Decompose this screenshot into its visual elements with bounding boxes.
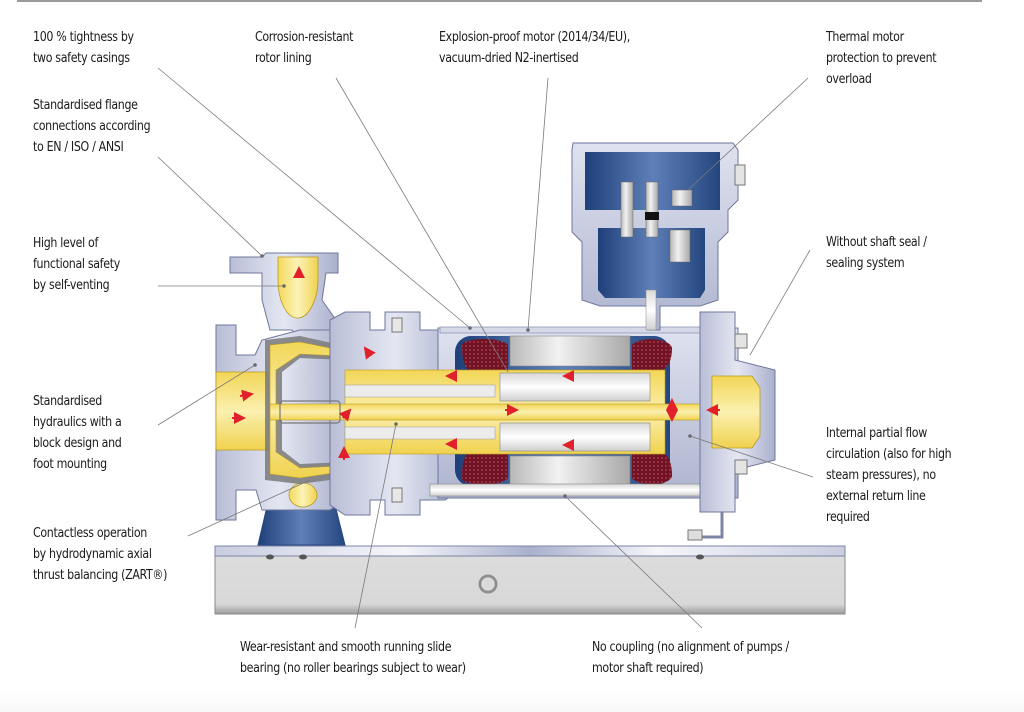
callout-line: protection to prevent — [826, 51, 937, 66]
rotor-assembly — [269, 369, 761, 455]
flow-arrows — [232, 266, 720, 460]
callout-shaft-seal: Without shaft seal / sealing system — [826, 232, 927, 274]
callout-zart: Contactless operation by hydrodynamic ax… — [33, 523, 167, 586]
callout-line: bearing (no roller bearings subject to w… — [240, 661, 466, 676]
callout-line: rotor lining — [255, 51, 312, 66]
callout-line: Explosion-proof motor (2014/34/EU), — [439, 30, 630, 45]
callout-partial-flow: Internal partial flow circulation (also … — [826, 423, 952, 528]
callout-tightness: 100 % tightness by two safety casings — [33, 27, 134, 69]
callout-line: 100 % tightness by — [33, 30, 134, 45]
callout-line: Corrosion-resistant — [255, 30, 354, 45]
callout-line: Wear-resistant and smooth running slide — [240, 640, 452, 655]
callout-line: Thermal motor — [826, 30, 904, 45]
callout-line: No coupling (no alignment of pumps / — [592, 640, 789, 655]
stator-winding — [462, 452, 508, 485]
top-divider-rule — [17, 0, 982, 2]
leader-line-partial-flow — [689, 435, 814, 478]
callout-line: required — [826, 510, 870, 525]
callout-line: two safety casings — [33, 51, 130, 66]
stator-winding — [462, 338, 508, 370]
cable-feedthrough — [645, 289, 657, 331]
leader-line-explosion-proof — [527, 77, 549, 331]
callout-line: vacuum-dried N2-inertised — [439, 51, 579, 66]
rear-cover — [687, 311, 776, 541]
flow-arrow — [239, 389, 254, 402]
callout-line: Contactless operation — [33, 526, 147, 541]
callout-explosion-proof: Explosion-proof motor (2014/34/EU), vacu… — [439, 27, 630, 69]
callout-line: external return line — [826, 489, 926, 504]
callout-line: steam pressures), no — [826, 468, 936, 483]
flow-arrow — [338, 408, 352, 422]
callout-slide-bearing: Wear-resistant and smooth running slide … — [240, 637, 466, 679]
callout-line: functional safety — [33, 257, 120, 272]
callout-line: High level of — [33, 236, 99, 251]
callout-line: Standardised — [33, 394, 102, 409]
pump-casing — [215, 252, 346, 521]
callout-rotor-lining: Corrosion-resistant rotor lining — [255, 27, 353, 69]
stator-core-top — [509, 335, 631, 367]
callout-self-venting: High level of functional safety by self-… — [33, 233, 120, 296]
leader-line-no-coupling — [564, 495, 703, 629]
terminal-bolts — [620, 181, 693, 263]
stator-winding — [632, 339, 672, 370]
callout-thermal-protection: Thermal motor protection to prevent over… — [826, 27, 937, 90]
callout-line: hydraulics with a — [33, 415, 122, 430]
callout-line: Standardised flange — [33, 98, 138, 113]
baseplate — [214, 545, 846, 615]
leader-line-tightness — [157, 67, 471, 329]
tie-rod — [429, 483, 731, 497]
discharge-fluid — [277, 256, 319, 319]
leader-line-shaft-seal — [749, 249, 811, 356]
callout-line: foot mounting — [33, 457, 107, 472]
leader-line-thermal-protection — [687, 77, 809, 191]
callout-line: block design and — [33, 436, 122, 451]
callout-line: connections according — [33, 119, 151, 134]
callout-line: circulation (also for high — [826, 447, 952, 462]
leader-endpoint-dots — [253, 254, 692, 498]
leader-line-zart — [187, 479, 311, 537]
leader-line-slide-bearing — [354, 423, 397, 629]
leader-lines — [157, 67, 814, 629]
callout-no-coupling: No coupling (no alignment of pumps / mot… — [592, 637, 789, 679]
stator-winding — [632, 452, 672, 485]
callout-line: overload — [826, 72, 872, 87]
callout-line: Without shaft seal / — [826, 235, 927, 250]
callout-line: motor shaft required) — [592, 661, 704, 676]
callout-line: to EN / ISO / ANSI — [33, 140, 124, 155]
rotor-bottom — [499, 422, 651, 452]
thermal-sensor — [671, 189, 693, 207]
terminal-box — [571, 142, 746, 331]
callout-line: by self-venting — [33, 278, 110, 293]
callout-line: thrust balancing (ZART®) — [33, 568, 168, 583]
callout-flange: Standardised flange connections accordin… — [33, 95, 151, 158]
stator-core-bottom — [509, 455, 631, 487]
rotor-top — [499, 372, 651, 402]
callout-line: Internal partial flow — [826, 426, 927, 441]
baseplate-hole — [478, 574, 498, 594]
leader-line-rotor-lining — [335, 77, 509, 373]
callout-line: sealing system — [826, 256, 905, 271]
leader-line-flange — [157, 156, 263, 257]
flow-arrow — [363, 346, 376, 360]
suction-inlet-fluid — [215, 371, 269, 451]
callout-hydraulics: Standardised hydraulics with a block des… — [33, 391, 122, 475]
callout-line: by hydrodynamic axial — [33, 547, 152, 562]
leader-line-hydraulics — [157, 364, 256, 426]
